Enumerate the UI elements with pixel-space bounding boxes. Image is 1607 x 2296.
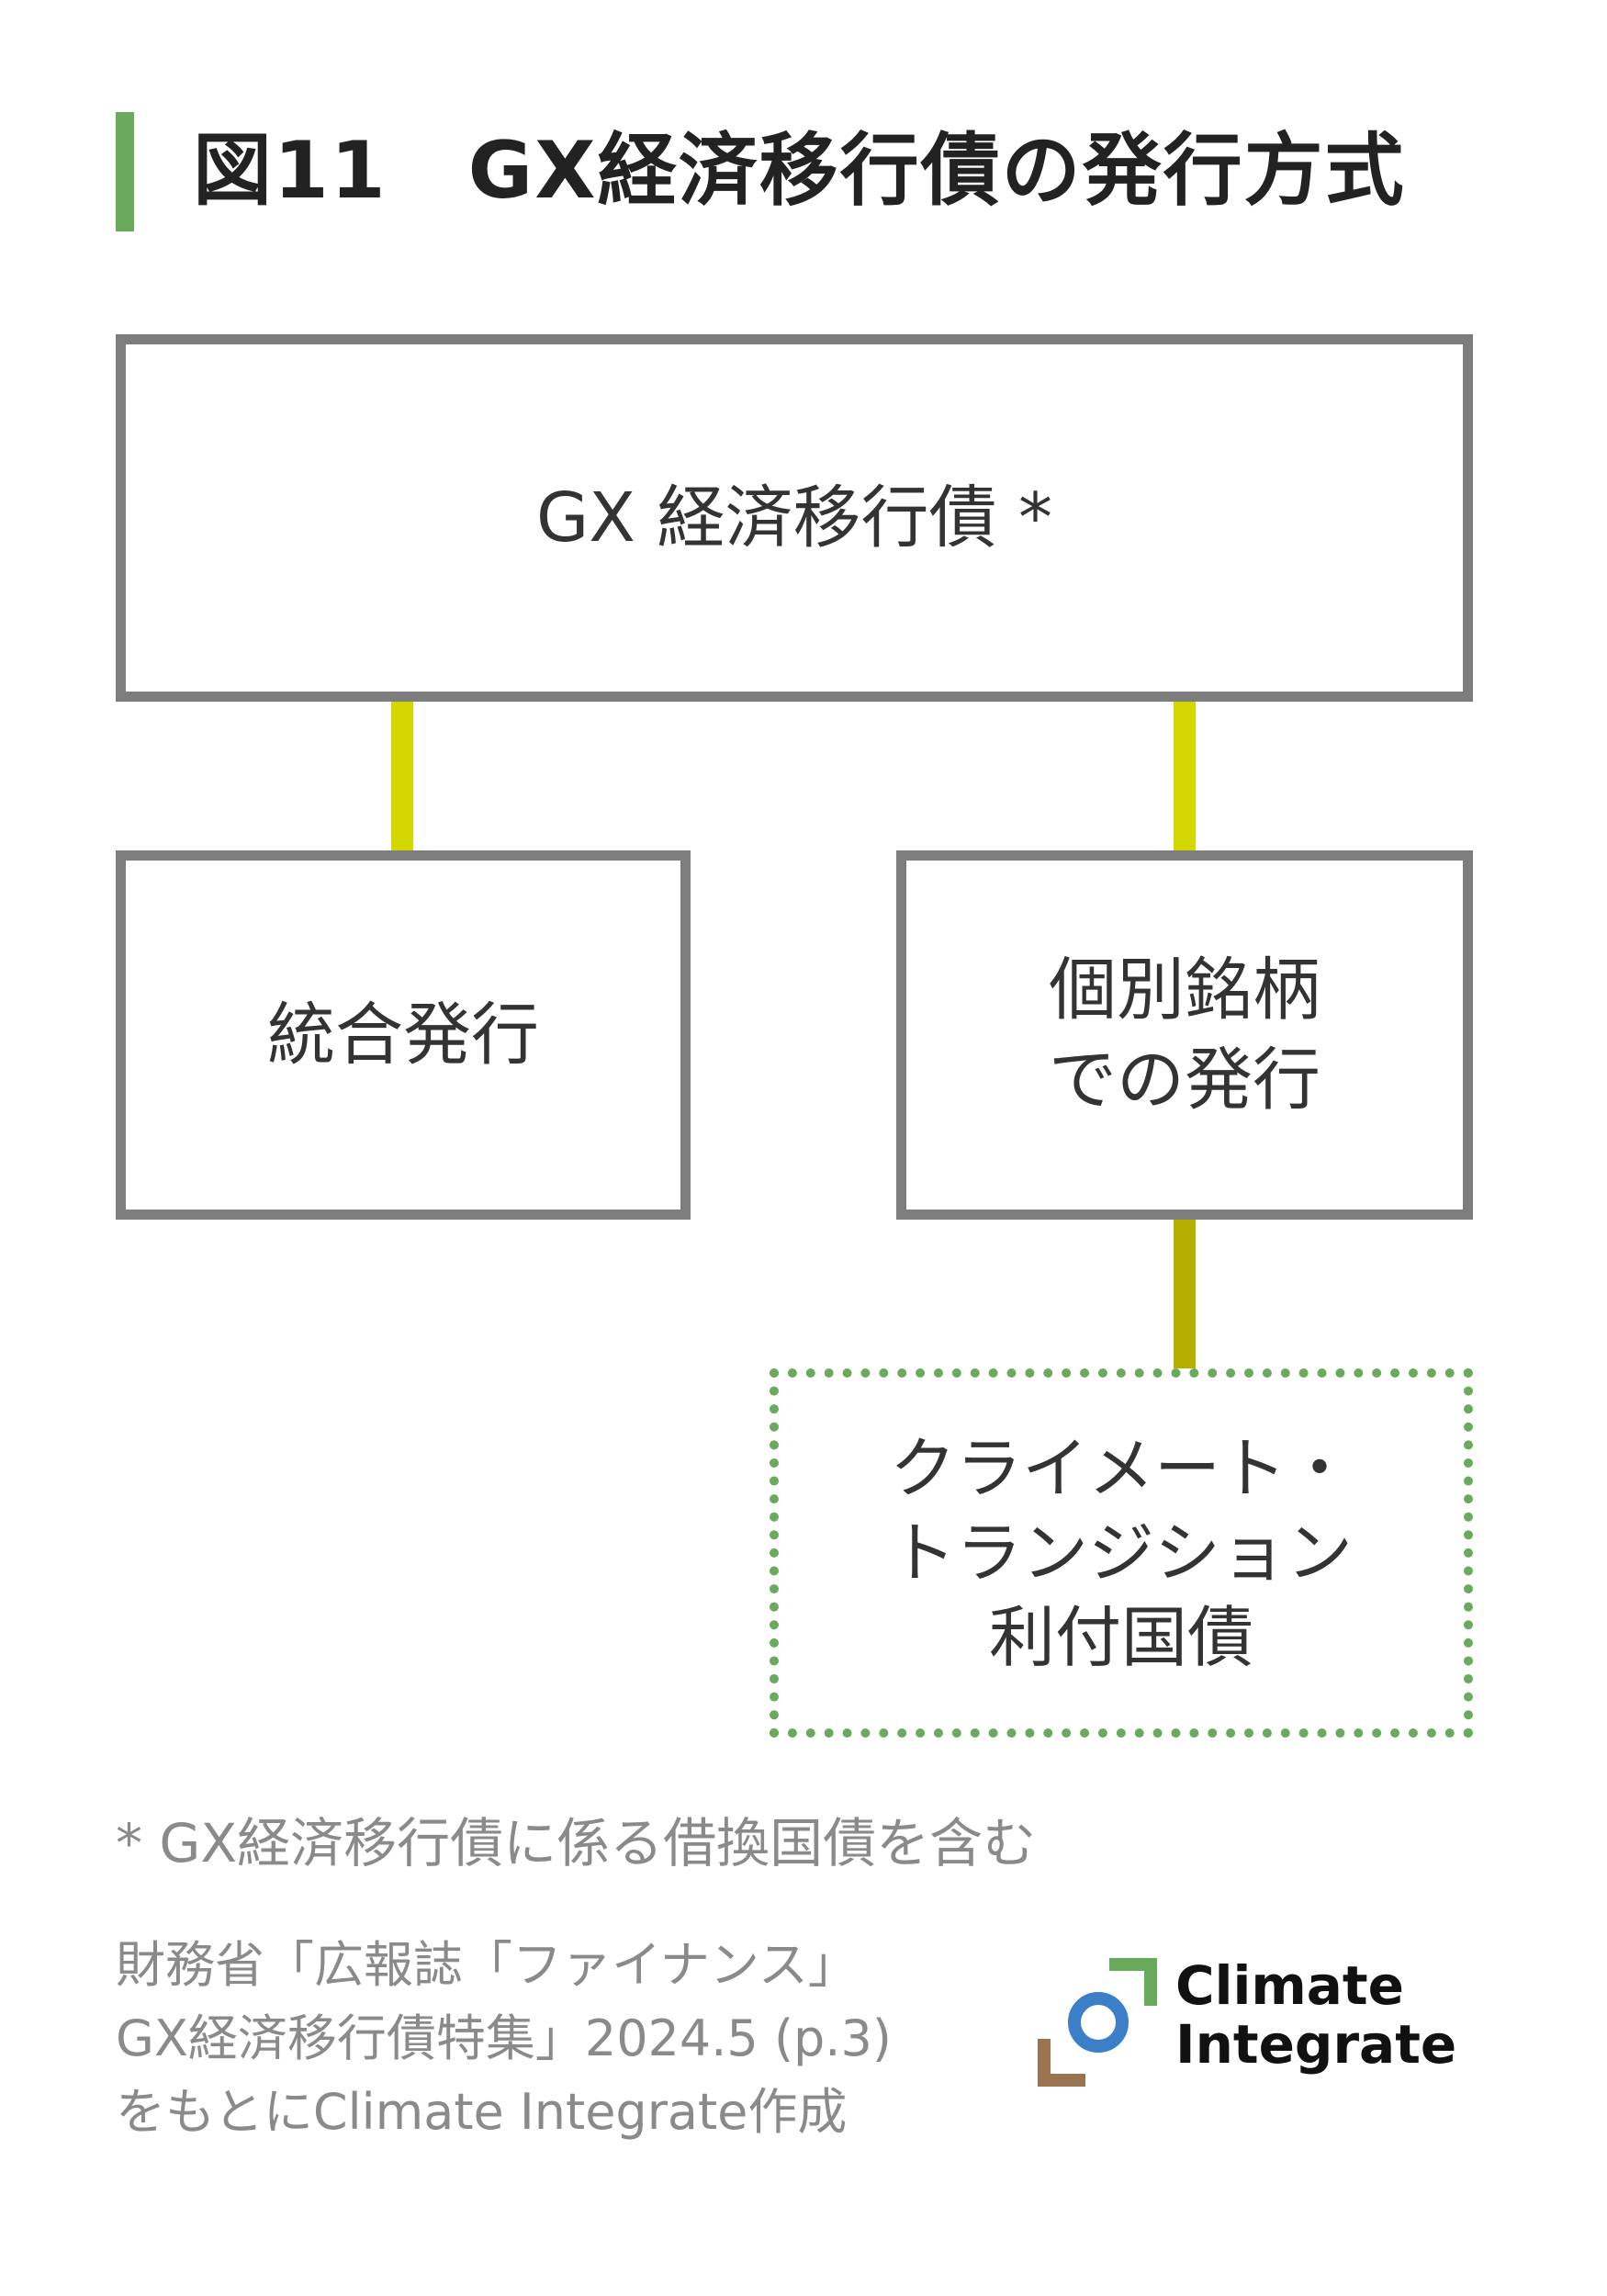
footnote: * GX経済移行債に係る借換国債を含む xyxy=(116,1812,1037,1874)
connector-root-left xyxy=(391,700,413,852)
figure-title: 図11 GX経済移行債の発行方式 xyxy=(193,125,1406,217)
climate-transition-bond-label: クライメート・ トランジション 利付国債 xyxy=(889,1430,1353,1676)
source-line-3: をもとにClimate Integrate作成 xyxy=(116,2083,848,2141)
source-line-2: GX経済移行債特集」2024.5 (p.3) xyxy=(116,2009,892,2067)
logo-wordmark: Climate Integrate xyxy=(1175,1956,1456,2074)
logo-line-1: Climate xyxy=(1175,1954,1404,2017)
climate-integrate-logo: Climate Integrate xyxy=(1028,1947,1488,2094)
connector-root-right xyxy=(1174,700,1196,852)
source-line-1: 財務省「広報誌「ファイナンス」 xyxy=(116,1936,858,1994)
integrated-issuance-node: 統合発行 xyxy=(116,850,691,1220)
individual-issuance-node: 個別銘柄 での発行 xyxy=(896,850,1473,1220)
individual-issuance-label: 個別銘柄 での発行 xyxy=(1049,951,1320,1120)
logo-line-2: Integrate xyxy=(1175,2013,1457,2076)
integrated-issuance-label: 統合発行 xyxy=(267,996,539,1075)
climate-transition-bond-node: クライメート・ トランジション 利付国債 xyxy=(770,1368,1473,1738)
root-node-label: GX 経済移行債 * xyxy=(535,478,1053,557)
root-node: GX 経済移行債 * xyxy=(116,334,1473,702)
climate-integrate-logo-mark xyxy=(1038,1958,1157,2087)
title-accent-bar xyxy=(116,112,134,231)
connector-right-grandchild xyxy=(1174,1218,1196,1372)
source-citation: 財務省「広報誌「ファイナンス」 GX経済移行債特集」2024.5 (p.3) を… xyxy=(116,1929,892,2149)
